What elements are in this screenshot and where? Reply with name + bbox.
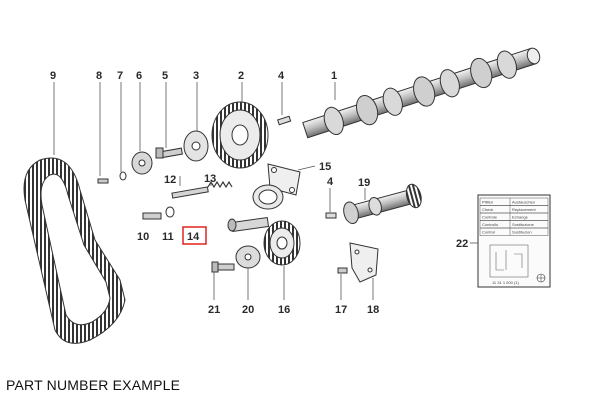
tensioner-roller	[252, 184, 284, 210]
callout-8: 8	[96, 70, 102, 82]
spacer-hub	[235, 245, 261, 269]
callout-9: 9	[50, 70, 56, 82]
timing-belt	[23, 157, 126, 344]
callout-1: 1	[331, 70, 337, 82]
callout-11: 11	[162, 231, 174, 243]
label-card-row-right: Replacement	[512, 207, 536, 212]
callout-labels: 9 8 7 6 5 3 2 4 1 12 13 15 4 19 10 11 14…	[50, 70, 468, 316]
callout-3: 3	[193, 70, 199, 82]
callout-17: 17	[335, 304, 347, 316]
callout-15: 15	[319, 161, 331, 173]
sprocket-bolt	[155, 147, 183, 159]
callout-19: 19	[358, 177, 370, 189]
callout-18: 18	[367, 304, 379, 316]
label-card-row-right: Sostituzione	[512, 222, 535, 227]
washer-small	[119, 171, 127, 181]
callout-4-lower: 4	[327, 176, 334, 188]
label-card-row-left: Check	[482, 207, 493, 212]
tensioner-pin	[171, 186, 209, 199]
rotor-plate	[131, 151, 153, 175]
caption-part-number-example: PART NUMBER EXAMPLE	[6, 377, 181, 393]
dowel-pin-lower	[325, 212, 337, 219]
bolt-lower-left	[142, 212, 162, 220]
flange-hub	[183, 130, 209, 162]
callout-13: 13	[204, 173, 216, 185]
label-card-row-left: Control	[482, 229, 495, 234]
label-card-row-right: Austauschen	[512, 199, 535, 204]
intermediate-shaft	[343, 183, 422, 225]
callout-10: 10	[137, 231, 149, 243]
dowel-pin-upper	[277, 115, 292, 126]
camshaft	[302, 47, 541, 139]
callout-4-top: 4	[278, 70, 285, 82]
label-card-footer: 11 31 1 000 (1)	[492, 280, 520, 285]
highlight-box-14	[182, 226, 207, 245]
label-card-row-right: Echange	[512, 214, 529, 219]
washer-lower-left	[165, 206, 175, 218]
bolt-bottom	[211, 261, 235, 273]
screw-bracket	[337, 267, 348, 274]
label-card-row-left: Controle	[482, 214, 498, 219]
intermediate-sprocket	[263, 220, 301, 266]
camshaft-sprocket	[211, 101, 269, 169]
mounting-plate	[349, 242, 379, 283]
callout-2: 2	[238, 70, 244, 82]
callout-22: 22	[456, 238, 468, 250]
label-card-row	[479, 227, 549, 236]
label-card-row-right: Sustitucion	[512, 229, 532, 234]
callout-6: 6	[136, 70, 142, 82]
shouldered-bolt	[227, 216, 270, 233]
callout-7: 7	[117, 70, 123, 82]
callout-16: 16	[278, 304, 290, 316]
screw-small	[97, 178, 109, 184]
tensioner-spring	[207, 180, 233, 189]
callout-14: 14	[187, 231, 200, 243]
callout-20: 20	[242, 304, 254, 316]
label-card-row-left: Pfilfen	[482, 199, 493, 204]
label-card-row-left: Controllo	[482, 222, 499, 227]
callout-5: 5	[162, 70, 168, 82]
callout-12: 12	[164, 174, 176, 186]
callout-21: 21	[208, 304, 220, 316]
leader-lines	[53, 82, 478, 300]
